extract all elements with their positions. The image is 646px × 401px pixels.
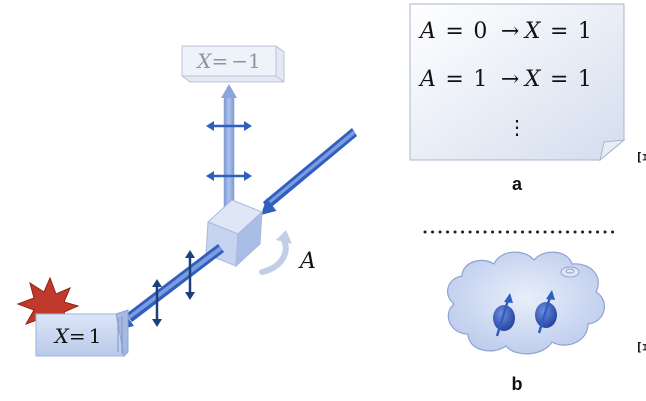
panel-a-label: a — [512, 174, 523, 194]
detector-bottom: X=1 — [35, 309, 129, 358]
detector-top-value: −1 — [231, 49, 260, 73]
side-glyph-a: Ξ — [633, 151, 646, 164]
spin-particle-icon — [493, 293, 515, 337]
panel-b-label: b — [512, 374, 523, 394]
double-arrow-icon — [152, 279, 162, 327]
rotation-label: A — [298, 249, 316, 274]
spin-particle-icon — [535, 290, 557, 334]
svg-text:X=1: X=1 — [53, 324, 102, 348]
svg-text:X=−1: X=−1 — [195, 49, 261, 73]
detector-bottom-var: X — [53, 324, 70, 348]
note-panel-a: A = 0 → X = 1 A = 1 → X = 1 ⋮ — [409, 3, 626, 162]
note-ellipsis: ⋮ — [507, 115, 527, 139]
vertical-beam — [221, 84, 237, 209]
note-line-2: A = 1 → X = 1 — [418, 66, 592, 92]
note-line-1: A = 0 → X = 1 — [418, 18, 592, 44]
curved-arrow-icon — [259, 230, 292, 275]
detector-top-var: X — [195, 49, 212, 73]
side-glyph-b: Ξ — [633, 341, 646, 354]
outgoing-beam — [118, 244, 224, 330]
detector-top-eq: = — [212, 49, 229, 73]
detector-bottom-eq: = — [69, 324, 86, 348]
incoming-beam — [260, 128, 357, 216]
double-arrow-icon — [206, 121, 252, 131]
double-arrow-icon — [206, 171, 252, 181]
cloud-panel-b — [446, 251, 605, 355]
double-arrow-icon — [185, 250, 195, 300]
detector-top: X=−1 — [181, 45, 285, 83]
detector-bottom-value: 1 — [89, 324, 102, 348]
